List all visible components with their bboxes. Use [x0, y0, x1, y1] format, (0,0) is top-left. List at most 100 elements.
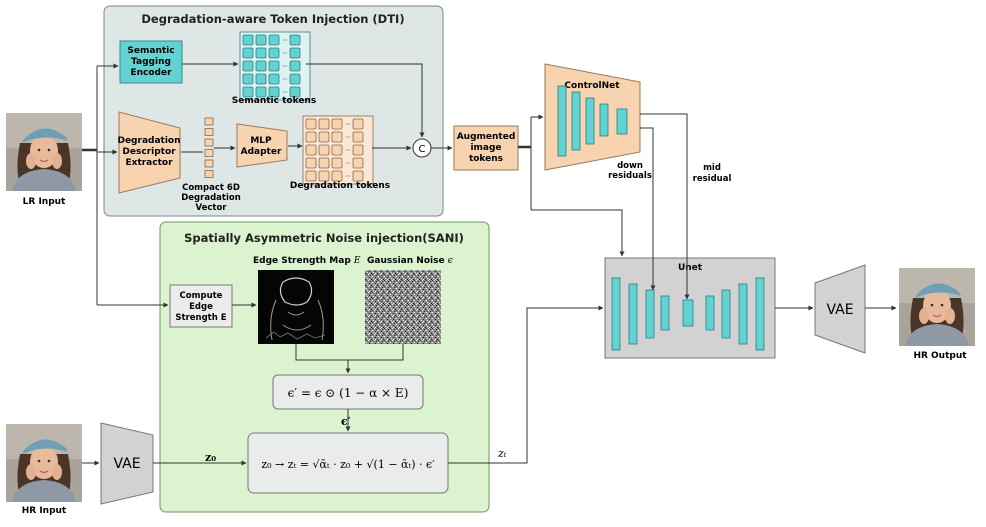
semantic-tokens-label: Semantic tokens	[232, 96, 316, 106]
degradation-extractor-box: Degradation Descriptor Extractor	[117, 111, 181, 194]
unet-block: Unet	[604, 257, 776, 359]
semantic-token-cell	[289, 73, 301, 85]
vector-element	[204, 170, 214, 178]
degradation-token-cell	[318, 118, 330, 130]
controlnet-layer-1	[557, 85, 567, 157]
vae-decoder: VAE	[814, 264, 866, 354]
controlnet-layer-2	[571, 91, 581, 151]
unet-down-layer-1	[611, 277, 621, 351]
semantic-token-cell	[289, 60, 301, 72]
vector-element	[204, 138, 214, 147]
semantic-token-cell	[242, 60, 254, 72]
zt-label: zₜ	[497, 447, 507, 460]
hr-input-portrait-face	[30, 445, 58, 479]
compact-vector-line-1: Compact 6D	[182, 183, 240, 193]
degradation-token-cell	[331, 170, 343, 182]
connectors	[82, 61, 897, 466]
semantic-token-cell	[268, 60, 280, 72]
arrow-mid-residual	[640, 113, 690, 300]
hr-output-label: HR Output	[913, 351, 967, 361]
semantic-token-grid	[239, 31, 311, 101]
degradation-token-grid	[302, 115, 374, 185]
lr-portrait-mouth	[39, 159, 49, 163]
degradation-token-cell	[352, 118, 364, 130]
lr-portrait-eye-right	[47, 148, 51, 152]
degradation-token-cell	[352, 131, 364, 143]
vector-element	[204, 149, 214, 157]
lr-portrait-eye-left	[37, 148, 41, 152]
arrow-down-residuals	[640, 127, 656, 291]
arrow-zt-to-unet	[448, 305, 604, 464]
degradation-token-cell	[318, 170, 330, 182]
semantic-token-cell	[268, 34, 280, 46]
compact-vector-line-2: Degradation	[181, 193, 241, 203]
concat-label: C	[419, 144, 426, 155]
vae-encoder: VAE	[100, 422, 154, 505]
degradation-token-cell	[318, 131, 330, 143]
unet-label: Unet	[678, 263, 703, 273]
degradation-token-cell	[305, 170, 317, 182]
unet-up-layer-3	[738, 283, 748, 345]
augmented-tokens-line-3: tokens	[469, 154, 503, 164]
degradation-token-cell	[352, 144, 364, 156]
semantic-encoder-box: Semantic Tagging Encoder	[119, 40, 183, 84]
degradation-token-cell	[305, 157, 317, 169]
hr-output-portrait-hat	[915, 283, 961, 298]
eps-prime-label: ϵ′	[341, 415, 351, 428]
vector-element	[204, 159, 214, 168]
lr-input-image	[6, 113, 82, 191]
vector-element	[204, 117, 214, 126]
degradation-token-cell	[352, 157, 364, 169]
vae-decoder-label: VAE	[826, 302, 853, 318]
degradation-extractor-line-2: Descriptor	[122, 147, 176, 157]
lr-portrait-hand-right	[52, 153, 62, 169]
semantic-token-cell	[242, 86, 254, 98]
controlnet-layer-3	[585, 97, 595, 145]
semantic-token-cell	[268, 47, 280, 59]
unet-down-layer-4	[660, 295, 670, 331]
lr-input-label: LR Input	[23, 197, 66, 207]
unet-up-layer-4	[755, 277, 765, 351]
arrow-to-unet-top	[531, 209, 625, 257]
hr-input-portrait-hand-left	[26, 464, 36, 480]
hr-output-portrait-eye-right	[940, 303, 944, 307]
mid-residual-line-1: mid	[703, 163, 721, 173]
semantic-token-cell	[242, 34, 254, 46]
unet-down-layer-3	[645, 289, 655, 339]
hr-output-portrait-mouth	[932, 314, 942, 318]
degradation-token-cell	[331, 157, 343, 169]
augmented-tokens-line-2: image	[470, 143, 501, 153]
mlp-adapter-box: MLP Adapter	[236, 123, 288, 168]
semantic-token-cell	[268, 73, 280, 85]
hr-input-portrait-eye-left	[37, 459, 41, 463]
semantic-token-cell	[242, 47, 254, 59]
semantic-token-cell	[255, 73, 267, 85]
hr-output-portrait-sweater	[905, 324, 969, 346]
semantic-token-cell	[289, 47, 301, 59]
hr-input-image	[6, 424, 82, 502]
hr-output-portrait-face	[923, 289, 951, 323]
degradation-token-cell	[331, 131, 343, 143]
lr-portrait-hand-left	[26, 153, 36, 169]
hr-output-portrait-eye-left	[930, 303, 934, 307]
degradation-token-cell	[331, 118, 343, 130]
semantic-encoder-line-2: Tagging	[131, 57, 171, 67]
semantic-token-cell	[255, 60, 267, 72]
degradation-tokens-label: Degradation tokens	[290, 181, 390, 191]
degradation-token-cell	[318, 144, 330, 156]
mid-residual-line-2: residual	[693, 174, 732, 184]
hr-input-label: HR Input	[22, 506, 67, 516]
noise-formula-box: ϵ′ = ϵ ⊙ (1 − α × E)	[272, 374, 424, 410]
unet-up-layer-1	[705, 295, 715, 331]
controlnet-layer-4	[599, 103, 609, 137]
forward-formula-box: z₀ → zₜ = √ᾱₜ · z₀ + √(1 − ᾱₜ) · ϵ′	[247, 432, 449, 494]
degradation-extractor-line-1: Degradation	[117, 136, 180, 146]
semantic-token-cell	[289, 34, 301, 46]
semantic-encoder-line-3: Encoder	[130, 68, 172, 78]
lr-portrait-sweater	[12, 169, 76, 191]
lr-portrait-hat	[22, 128, 68, 143]
noise-formula: ϵ′ = ϵ ⊙ (1 − α × E)	[288, 386, 409, 400]
compute-edge-line-2: Edge	[189, 302, 213, 312]
